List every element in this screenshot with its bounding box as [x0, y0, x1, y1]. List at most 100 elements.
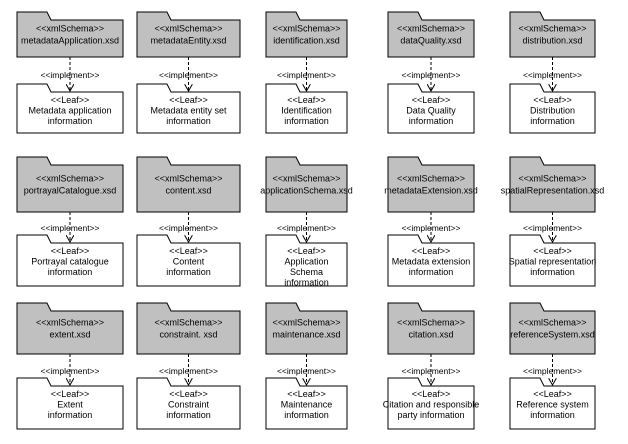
leaf-package[interactable]: [265, 234, 348, 287]
schema-stereotype: <<xmlSchema>>: [36, 174, 104, 184]
leaf-package[interactable]: [387, 377, 475, 430]
leaf-stereotype: <<Leaf>>: [169, 246, 208, 256]
xmlschema-package[interactable]: [16, 156, 124, 213]
xmlschema-package[interactable]: [136, 11, 241, 58]
leaf-package[interactable]: [387, 83, 475, 134]
package-pair: <<xmlSchema>> metadataEntity.xsd <<impleme…: [136, 11, 241, 134]
leaf-stereotype: <<Leaf>>: [533, 95, 572, 105]
xmlschema-package[interactable]: [136, 302, 241, 355]
leaf-package[interactable]: [509, 377, 596, 430]
leaf-package[interactable]: [16, 83, 124, 134]
leaf-stereotype: <<Leaf>>: [287, 246, 326, 256]
schema-stereotype: <<xmlSchema>>: [272, 24, 340, 34]
leaf-package[interactable]: [16, 234, 124, 287]
xmlschema-package[interactable]: [387, 302, 475, 355]
leaf-description: party information: [397, 410, 464, 420]
leaf-description: Identification: [281, 106, 332, 116]
xmlschema-package[interactable]: [509, 302, 596, 355]
implement-label: <<implement>>: [40, 366, 99, 376]
leaf-stereotype: <<Leaf>>: [51, 95, 90, 105]
schema-filename: metadataEntity.xsd: [151, 36, 227, 46]
schema-stereotype: <<xmlSchema>>: [36, 318, 104, 328]
leaf-description: Extent: [57, 400, 83, 410]
leaf-description: Citation and responsible: [383, 400, 480, 410]
leaf-stereotype: <<Leaf>>: [287, 389, 326, 399]
schema-stereotype: <<xmlSchema>>: [397, 174, 465, 184]
leaf-description: Spatial representation: [509, 257, 597, 267]
leaf-description: Data Quality: [406, 106, 456, 116]
xmlschema-package[interactable]: [509, 11, 596, 58]
package-pair: <<xmlSchema>> content.xsd <<implement>> <<L…: [136, 156, 241, 287]
package-pair: <<xmlSchema>>extent.xsd<<implement>><<Le…: [16, 302, 124, 430]
leaf-package[interactable]: [16, 377, 124, 430]
schema-stereotype: <<xmlSchema>>: [272, 174, 340, 184]
package-pair: <<xmlSchema>> constraint. xsd <<implement>…: [136, 302, 241, 430]
schema-stereotype: <<xmlSchema>>: [272, 318, 340, 328]
schema-stereotype: <<xmlSchema>>: [154, 318, 222, 328]
schema-stereotype: <<xmlSchema>>: [518, 174, 586, 184]
schema-filename: constraint. xsd: [159, 330, 217, 340]
schema-filename: metadataExtension.xsd: [384, 186, 478, 196]
diagram-content: <<xmlSchema>> metadataApplication.xsd <<im…: [16, 11, 604, 430]
implement-label: <<implement>>: [159, 223, 218, 233]
leaf-description: information: [166, 116, 211, 126]
schema-stereotype: <<xmlSchema>>: [154, 174, 222, 184]
leaf-stereotype: <<Leaf>>: [169, 95, 208, 105]
leaf-package[interactable]: [265, 83, 348, 134]
leaf-package[interactable]: [136, 234, 241, 287]
leaf-stereotype: <<Leaf>>: [287, 95, 326, 105]
implement-label: <<implement>>: [277, 366, 336, 376]
xmlschema-package[interactable]: [16, 11, 124, 58]
leaf-description: Maintenance: [281, 400, 333, 410]
xmlschema-package[interactable]: [509, 156, 596, 213]
schema-stereotype: <<xmlSchema>>: [518, 318, 586, 328]
implement-label: <<implement>>: [40, 70, 99, 80]
leaf-description: information: [409, 267, 454, 277]
package-pair: <<xmlSchema>>maintenance.xsd<<implement>…: [265, 302, 348, 430]
leaf-description: information: [166, 267, 211, 277]
implement-label: <<implement>>: [159, 366, 218, 376]
leaf-description: information: [409, 116, 454, 126]
xmlschema-package[interactable]: [265, 11, 348, 58]
xmlschema-package[interactable]: [387, 11, 475, 58]
schema-filename: referenceSystem.xsd: [510, 330, 595, 340]
schema-filename: distribution.xsd: [522, 36, 582, 46]
leaf-stereotype: <<Leaf>>: [51, 246, 90, 256]
leaf-package[interactable]: [387, 234, 475, 287]
implement-label: <<implement>>: [159, 70, 218, 80]
leaf-package[interactable]: [136, 83, 241, 134]
implement-label: <<implement>>: [401, 223, 460, 233]
leaf-description: information: [530, 267, 575, 277]
leaf-stereotype: <<Leaf>>: [412, 389, 451, 399]
leaf-package[interactable]: [509, 234, 596, 287]
xmlschema-package[interactable]: [265, 302, 348, 355]
leaf-description: Application: [284, 257, 328, 267]
schema-filename: content.xsd: [165, 186, 211, 196]
xmlschema-package[interactable]: [16, 302, 124, 355]
leaf-package[interactable]: [265, 377, 348, 430]
package-pair: <<xmlSchema>>spatialRepresentation.xsd<<…: [501, 156, 604, 287]
schema-stereotype: <<xmlSchema>>: [397, 318, 465, 328]
leaf-description: Content: [173, 257, 205, 267]
leaf-description: information: [48, 410, 93, 420]
leaf-package[interactable]: [509, 83, 596, 134]
xmlschema-package[interactable]: [136, 156, 241, 213]
implement-label: <<implement>>: [277, 70, 336, 80]
leaf-package[interactable]: [136, 377, 241, 430]
leaf-stereotype: <<Leaf>>: [412, 95, 451, 105]
schema-stereotype: <<xmlSchema>>: [397, 24, 465, 34]
schema-filename: metadataApplication.xsd: [21, 36, 119, 46]
leaf-description: Portrayal catalogue: [31, 257, 109, 267]
xmlschema-package[interactable]: [387, 156, 475, 213]
package-pair: <<xmlSchema>>metadataApplication.xsd<<im…: [16, 11, 124, 134]
leaf-description: information: [530, 410, 575, 420]
schema-stereotype: <<xmlSchema>>: [154, 24, 222, 34]
leaf-description: information: [284, 116, 329, 126]
implement-label: <<implement>>: [523, 366, 582, 376]
leaf-stereotype: <<Leaf>>: [533, 389, 572, 399]
leaf-stereotype: <<Leaf>>: [533, 246, 572, 256]
schema-filename: applicationSchema.xsd: [260, 186, 353, 196]
package-pair: <<xmlSchema>>citation.xsd<<implement>><<…: [383, 302, 480, 430]
xmlschema-package[interactable]: [265, 156, 348, 213]
